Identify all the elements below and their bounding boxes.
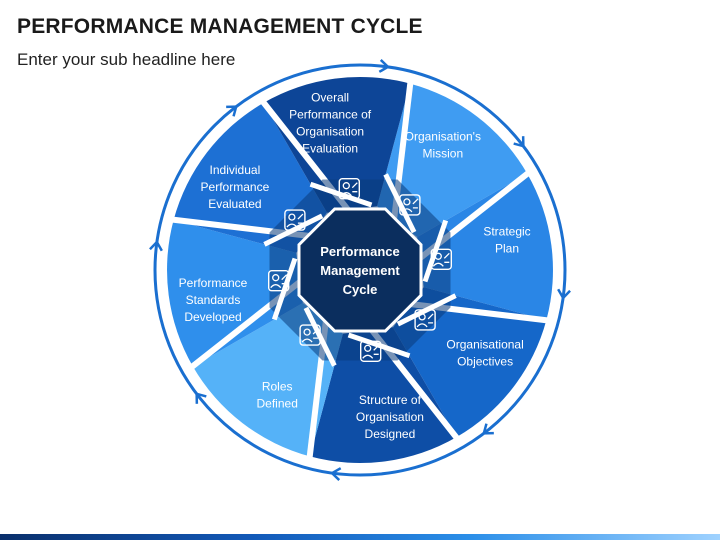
segment-8-label-line-3: Organisation: [296, 125, 364, 139]
page-title: PERFORMANCE MANAGEMENT CYCLE: [17, 15, 423, 38]
segment-2-label-line-1: Strategic: [483, 225, 530, 239]
team-standards-icon: [268, 270, 290, 292]
segment-4-label-line-3: Designed: [365, 427, 416, 441]
segment-8-label-line-2: Performance of: [289, 108, 372, 122]
segment-4-label-line-1: Structure of: [359, 393, 422, 407]
segment-1-label-line-2: Mission: [422, 146, 463, 160]
segment-8-label-line-1: Overall: [311, 91, 349, 105]
segment-7-label-line-2: Performance: [201, 180, 270, 194]
segment-7-label-line-1: Individual: [210, 163, 261, 177]
segment-labels: Organisation'sMissionStrategicPlanOrgani…: [179, 91, 531, 442]
segment-5-label-line-2: Defined: [257, 397, 298, 411]
octagon-divider: [422, 219, 449, 283]
segment-6-label-line-2: Standards: [186, 293, 241, 307]
ring-arrow-icon: [195, 392, 207, 404]
segment-3-label-line-2: Objectives: [457, 354, 513, 368]
segment-icons: [268, 177, 452, 362]
octagon-divider: [271, 257, 298, 321]
cycle-segment-6: [167, 220, 303, 367]
ring-arrow-icon: [378, 59, 391, 73]
segment-1-label-line-1: Organisation's: [405, 129, 481, 143]
center-label-line-3: Cycle: [343, 282, 378, 297]
individual-review-icon: [284, 209, 306, 231]
ring-arrow-icon: [513, 136, 525, 148]
segment-6-label-line-3: Developed: [184, 310, 241, 324]
roles-badge-icon: [299, 324, 321, 346]
center-label-line-1: Performance: [320, 244, 399, 259]
strategy-document-icon: [430, 248, 452, 270]
segment-5-label-line-1: Roles: [262, 380, 293, 394]
octagon-divider: [309, 181, 373, 208]
segment-2-label-line-2: Plan: [495, 242, 519, 256]
segment-4-label-line-2: Organisation: [356, 410, 424, 424]
segment-8-label-line-4: Evaluation: [302, 142, 358, 156]
target-coins-icon: [360, 340, 382, 362]
center-label-line-2: Management: [320, 263, 400, 278]
footer-bar: [0, 534, 720, 540]
ring-arrows: [149, 59, 571, 481]
ring-arrow-icon: [226, 105, 238, 117]
ring-arrow-icon: [557, 288, 571, 301]
ring-arrow-icon: [149, 239, 163, 252]
center-octagon: [297, 207, 423, 333]
page-subtitle: Enter your sub headline here: [17, 50, 236, 69]
octagon-divider: [347, 332, 411, 359]
ring-arrow-icon: [329, 467, 342, 481]
ring-arrow-icon: [482, 423, 494, 435]
cycle-segment-2: [417, 173, 553, 320]
outer-ring: [153, 63, 567, 477]
presentation-icon: [338, 177, 360, 200]
globe-team-icon: [399, 194, 421, 216]
cycle-segment-4: [310, 327, 457, 463]
segment-7-label-line-3: Evaluated: [208, 197, 261, 211]
center-hub: Performance Management Cycle: [297, 207, 423, 333]
goal-team-icon: [414, 309, 436, 331]
segment-3-label-line-1: Organisational: [446, 337, 523, 351]
segment-6-label-line-1: Performance: [179, 276, 248, 290]
cycle-segment-8: [263, 77, 410, 213]
